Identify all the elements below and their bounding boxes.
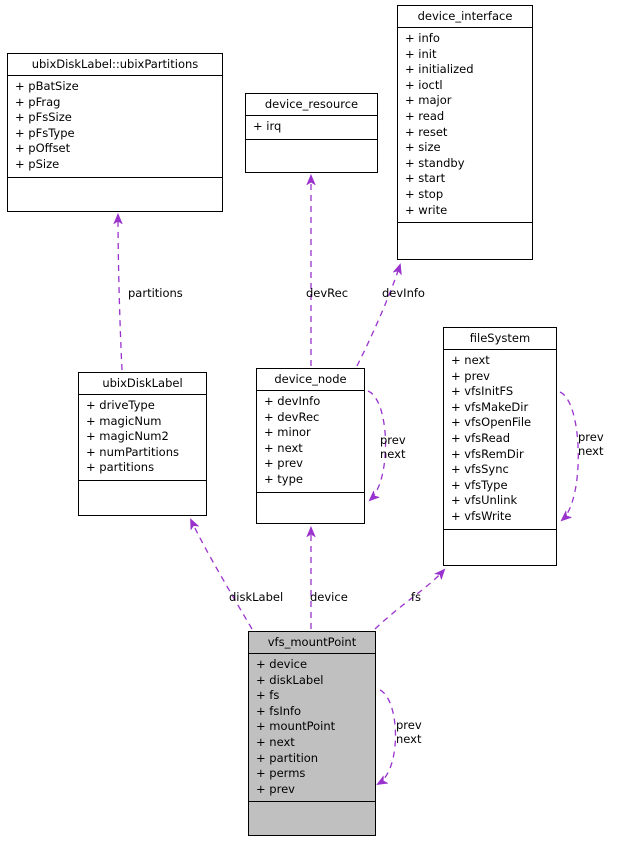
attribute-row: + next [451, 353, 490, 367]
class-box-device_node[interactable]: device_node+ devInfo+ devRec+ minor+ nex… [256, 368, 365, 524]
attribute-row: + initialized [405, 62, 474, 77]
attribute-row: + vfsRemDir [451, 446, 524, 461]
attribute-row: + vfsWrite [451, 508, 512, 523]
attribute-row: + vfsType [451, 477, 508, 492]
attribute-row: + pBatSize [15, 79, 79, 93]
attribute-row: + numPartitions [86, 444, 179, 459]
class-attributes-device_node: + devInfo+ devRec+ minor+ next+ prev+ ty… [257, 391, 364, 493]
attribute-row: + diskLabel [256, 672, 324, 687]
attribute-row: + pFsSize [15, 110, 72, 125]
attribute-row: + vfsSync [451, 462, 509, 477]
attribute-row: + pSize [15, 156, 60, 171]
class-operations-ubixPartitions [8, 178, 222, 201]
class-title-device_interface: device_interface [398, 6, 532, 28]
attribute-row: + vfsOpenFile [451, 415, 532, 430]
attribute-row: + perms [256, 766, 306, 781]
class-operations-fileSystem [444, 530, 556, 553]
attribute-row: + vfsRead [451, 430, 511, 445]
attribute-row: + fs [256, 688, 280, 703]
class-title-ubixPartitions: ubixDiskLabel::ubixPartitions [8, 54, 222, 76]
edge-filesystem-prevnext [559, 391, 579, 520]
attribute-row: + pOffset [15, 141, 71, 156]
edge-label-device: device [310, 590, 348, 604]
class-title-device_node: device_node [257, 369, 364, 391]
edge-fs [374, 570, 444, 630]
class-title-ubixDiskLabel: ubixDiskLabel [79, 373, 206, 395]
attribute-row: + vfsMakeDir [451, 399, 529, 414]
edge-label-prevnext-filesystem: prev next [578, 430, 604, 458]
edge-label-fs: fs [411, 590, 422, 604]
attribute-row: + ioctl [405, 77, 443, 92]
attribute-row: + magicNum [86, 413, 162, 428]
attribute-row: + stop [405, 186, 444, 201]
class-attributes-device_interface: + info+ init+ initialized+ ioctl+ major+… [398, 28, 532, 224]
class-box-vfs_mountPoint[interactable]: vfs_mountPoint+ device+ diskLabel+ fs+ f… [248, 631, 376, 836]
class-operations-device_interface [398, 223, 532, 246]
edge-label-devRec: devRec [306, 286, 349, 300]
edge-disklabel [191, 520, 253, 630]
attribute-row: + read [405, 108, 445, 123]
attribute-row: + irq [253, 119, 282, 133]
attribute-row: + partition [256, 750, 319, 765]
class-box-ubixDiskLabel[interactable]: ubixDiskLabel+ driveType+ magicNum+ magi… [78, 372, 207, 516]
edge-label-prevnext-mountpoint: prev next [396, 718, 422, 746]
attribute-row: + pFrag [15, 94, 61, 109]
attribute-row: + major [405, 93, 452, 108]
attribute-row: + fsInfo [256, 703, 302, 718]
class-title-fileSystem: fileSystem [444, 328, 556, 350]
attribute-row: + standby [405, 155, 465, 170]
class-attributes-ubixPartitions: + pBatSize+ pFrag+ pFsSize+ pFsType+ pOf… [8, 76, 222, 178]
attribute-row: + next [264, 440, 303, 455]
edge-label-devInfo: devInfo [382, 286, 425, 300]
class-operations-device_resource [246, 140, 377, 163]
attribute-row: + driveType [86, 398, 155, 412]
edge-mountpoint-prevnext [378, 689, 397, 784]
attribute-row: + vfsUnlink [451, 493, 518, 508]
attribute-row: + type [264, 471, 303, 486]
attribute-row: + partitions [86, 460, 155, 475]
edge-label-prevnext-devicenode: prev next [380, 433, 406, 461]
class-attributes-fileSystem: + next+ prev+ vfsInitFS+ vfsMakeDir+ vfs… [444, 350, 556, 530]
attribute-row: + prev [264, 456, 303, 471]
attribute-row: + vfsInitFS [451, 384, 514, 399]
attribute-row: + devRec [264, 409, 320, 424]
edge-label-partitions: partitions [128, 286, 183, 300]
attribute-row: + next [256, 734, 295, 749]
class-operations-vfs_mountPoint [249, 802, 375, 825]
attribute-row: + write [405, 202, 448, 217]
edge-label-diskLabel: diskLabel [229, 590, 284, 604]
attribute-row: + pFsType [15, 125, 75, 140]
attribute-row: + prev [256, 781, 295, 796]
class-title-device_resource: device_resource [246, 94, 377, 116]
class-box-device_resource[interactable]: device_resource + irq [245, 93, 378, 173]
class-box-fileSystem[interactable]: fileSystem+ next+ prev+ vfsInitFS+ vfsMa… [443, 327, 557, 566]
class-attributes-ubixDiskLabel: + driveType+ magicNum+ magicNum2+ numPar… [79, 395, 206, 481]
attribute-row: + device [256, 657, 308, 671]
attribute-row: + magicNum2 [86, 429, 169, 444]
attribute-row: + prev [451, 368, 490, 383]
attribute-row: + init [405, 46, 437, 61]
attribute-row: + minor [264, 425, 311, 440]
edge-partitions [118, 215, 122, 371]
class-box-device_interface[interactable]: device_interface+ info+ init+ initialize… [397, 5, 533, 260]
edge-devinfo [356, 265, 400, 367]
class-box-ubixPartitions[interactable]: ubixDiskLabel::ubixPartitions+ pBatSize+… [7, 53, 223, 212]
class-title-vfs_mountPoint: vfs_mountPoint [249, 632, 375, 654]
attribute-row: + info [405, 31, 440, 45]
attribute-row: + reset [405, 124, 448, 139]
class-operations-device_node [257, 493, 364, 516]
attribute-row: + mountPoint [256, 719, 336, 734]
class-attributes-device_resource: + irq [246, 116, 377, 140]
attribute-row: + start [405, 171, 446, 186]
attribute-row: + size [405, 140, 441, 155]
attribute-row: + devInfo [264, 394, 321, 408]
class-attributes-vfs_mountPoint: + device+ diskLabel+ fs+ fsInfo+ mountPo… [249, 654, 375, 803]
class-operations-ubixDiskLabel [79, 481, 206, 504]
